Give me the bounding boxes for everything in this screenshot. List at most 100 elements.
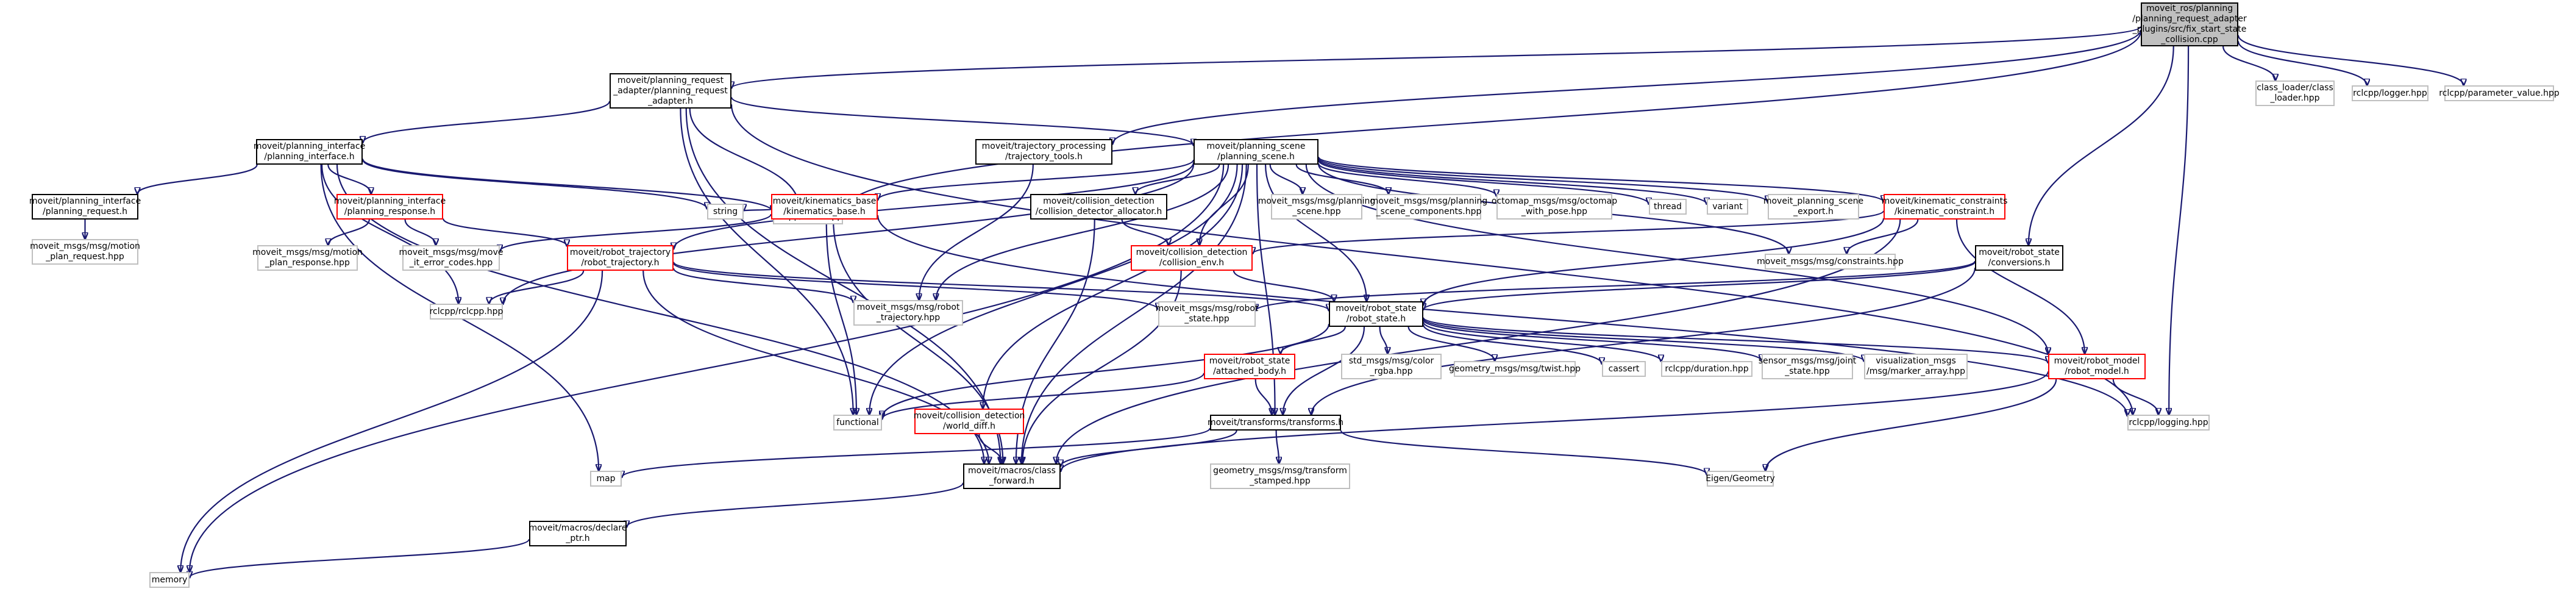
node-declare-ptr[interactable]: moveit/macros/declare_ptr.h (529, 521, 627, 546)
node-label-line: moveit_msgs/msg/planning (1370, 196, 1488, 206)
node-label-line: moveit/planning_interface (253, 141, 366, 151)
node-label-line: thread (1654, 201, 1682, 212)
node-ps-msg: moveit_msgs/msg/planning_scene.hpp (1258, 194, 1375, 220)
edge-kin-base-to-rclcpp-logging (877, 215, 2127, 416)
node-constraints-msg: moveit_msgs/msg/constraints.hpp (1757, 254, 1904, 270)
node-label-line: moveit_msgs/msg/robot (1155, 304, 1259, 313)
edge-ps-to-variant (1317, 159, 1707, 204)
node-label-line: moveit_ros/planning (2146, 4, 2233, 13)
node-label-line: _plugins/src/fix_start_state (2132, 24, 2247, 34)
node-label-line: sensor_msgs/msg/joint (1758, 356, 1857, 366)
node-rclcpp-logging: rclcpp/logging.hpp (2127, 415, 2210, 431)
node-label-line: moveit/robot_state (1336, 304, 1417, 313)
edge-transforms-to-eigen (1340, 430, 1707, 474)
node-label-line: /planning_request.h (42, 207, 127, 216)
edge-root-to-rclcpp-logging (2169, 46, 2190, 415)
node-label-line: rclcpp/logging.hpp (2129, 417, 2208, 427)
edge-kin-base-to-string (744, 209, 772, 210)
node-cassert: cassert (1602, 361, 1646, 377)
node-label-line: map (596, 473, 616, 484)
edge-cd-alloc-to-class-fwd (1016, 219, 1095, 463)
node-cd-alloc[interactable]: moveit/collision_detection/collision_det… (1030, 194, 1167, 220)
node-label-line: _collision.cpp (2161, 35, 2218, 45)
node-label-line: moveit/trajectory_processing (981, 141, 1106, 151)
node-label-line: functional (836, 417, 879, 427)
edge-kin-base-to-moveit-err (500, 213, 772, 251)
node-robot-state[interactable]: moveit/robot_state/robot_state.h (1329, 301, 1423, 327)
node-label-line: rclcpp/duration.hpp (1665, 363, 1749, 374)
node-label-line: _state.hpp (1184, 314, 1229, 324)
node-rs-conv[interactable]: moveit/robot_state/conversions.h (1975, 245, 2063, 271)
node-pi-resp[interactable]: moveit/planning_interface/planning_respo… (334, 194, 446, 220)
node-label-line: _export.h (1793, 207, 1834, 216)
node-pi[interactable]: moveit/planning_interface/planning_inter… (253, 139, 366, 165)
node-label-line: visualization_msgs (1876, 356, 1956, 366)
edge-root-to-traj-tools (1112, 29, 2142, 145)
node-robot-traj[interactable]: moveit/robot_trajectory/robot_trajectory… (567, 245, 674, 271)
edge-transforms-to-class-fwd (1061, 430, 1237, 467)
node-label-line: cassert (1608, 363, 1640, 374)
edge-att-body-to-transforms (1254, 379, 1272, 415)
node-label-line: moveit/robot_trajectory (569, 248, 671, 257)
node-label-line: moveit/robot_model (2054, 356, 2140, 366)
node-ps[interactable]: moveit/planning_scene/planning_scene.h (1194, 139, 1318, 165)
node-label-line: memory (151, 574, 188, 585)
edge-rs-conv-to-rs-msg (1256, 260, 1976, 311)
node-label-line: /collision_detector_allocator.h (1035, 207, 1162, 216)
edge-pra-to-functional (680, 108, 853, 415)
node-string: string (707, 204, 744, 220)
edge-robot-traj-to-robot-state (672, 261, 1329, 311)
node-label-line: _ptr.h (566, 534, 590, 543)
edge-ps-to-robot-traj (674, 162, 1195, 249)
edge-ps-to-robot-state (1265, 164, 1367, 301)
node-js-msg: sensor_msgs/msg/joint_state.hpp (1758, 354, 1857, 379)
edge-ps-to-wdiff (983, 164, 1244, 409)
node-label-line: moveit/planning_request (617, 75, 724, 85)
edge-robot-model-to-rclcpp-logging (2112, 379, 2158, 415)
edge-rs-conv-to-transforms (1311, 267, 1976, 415)
node-label-line: moveit/kinematic_constraints (1881, 196, 2008, 206)
node-pra[interactable]: moveit/planning_request_adapter/planning… (610, 73, 731, 109)
node-label-line: class_loader/class (2257, 83, 2333, 93)
node-label-line: _loader.hpp (2270, 93, 2320, 103)
edge-pi-to-pi-req (137, 164, 258, 194)
node-robot-model[interactable]: moveit/robot_model/robot_model.h (2048, 354, 2146, 379)
node-kin-base[interactable]: moveit/kinematics_base/kinematics_base.h (771, 194, 878, 220)
edge-root-to-rclcpp-param (2237, 35, 2464, 85)
edge-cd-env-to-class-fwd (1022, 270, 1182, 463)
node-traj-tools[interactable]: moveit/trajectory_processing/trajectory_… (975, 139, 1112, 165)
edge-kin-base-to-functional (825, 219, 856, 415)
node-cd-env[interactable]: moveit/collision_detection/collision_env… (1131, 245, 1253, 271)
edge-pra-to-class-fwd (685, 108, 1001, 463)
node-label-line: moveit/robot_state (1979, 248, 2060, 257)
node-root[interactable]: moveit_ros/planning/planning_request_ada… (2132, 2, 2247, 46)
edge-robot-state-to-twist-msg (1407, 326, 1495, 361)
node-label-line: _plan_request.hpp (46, 252, 124, 262)
node-label-line: octomap_msgs/msg/octomap (1491, 196, 1618, 206)
node-att-body[interactable]: moveit/robot_state/attached_body.h (1204, 354, 1295, 379)
node-rclcpp-rclcpp: rclcpp/rclcpp.hpp (430, 304, 503, 320)
node-label-line: /planning_scene.h (1217, 152, 1295, 162)
node-kc[interactable]: moveit/kinematic_constraints/kinematic_c… (1881, 194, 2008, 220)
node-class-fwd[interactable]: moveit/macros/class_forward.h (963, 463, 1061, 489)
edge-ps-to-rclcpp-rclcpp (503, 164, 1195, 304)
node-label-line: /kinematics_base.h (783, 207, 866, 216)
node-variant: variant (1707, 199, 1748, 215)
edge-pi-to-rclcpp-node (361, 158, 773, 212)
edge-pra-to-ps (730, 96, 1194, 145)
edge-ps-to-kin-base (878, 159, 1195, 200)
edge-root-to-rclcpp-logger (2237, 41, 2367, 86)
edge-ps-to-octomap (1317, 163, 1496, 196)
node-label-line: _forward.h (989, 476, 1034, 486)
edge-pra-to-rclcpp-logging (730, 104, 2133, 415)
node-transforms[interactable]: moveit/transforms/transforms.h (1208, 415, 1343, 431)
node-memory: memory (149, 572, 190, 588)
edge-robot-traj-to-rs-msg (672, 262, 1158, 309)
node-pi-req[interactable]: moveit/planning_interface/planning_reque… (29, 194, 141, 220)
node-label-line: _it_error_codes.hpp (409, 258, 493, 268)
edge-robot-state-to-cassert (1422, 324, 1602, 364)
node-wdiff[interactable]: moveit/collision_detection/world_diff.h (914, 409, 1025, 434)
node-label-line: moveit_msgs/msg/move (399, 248, 503, 257)
